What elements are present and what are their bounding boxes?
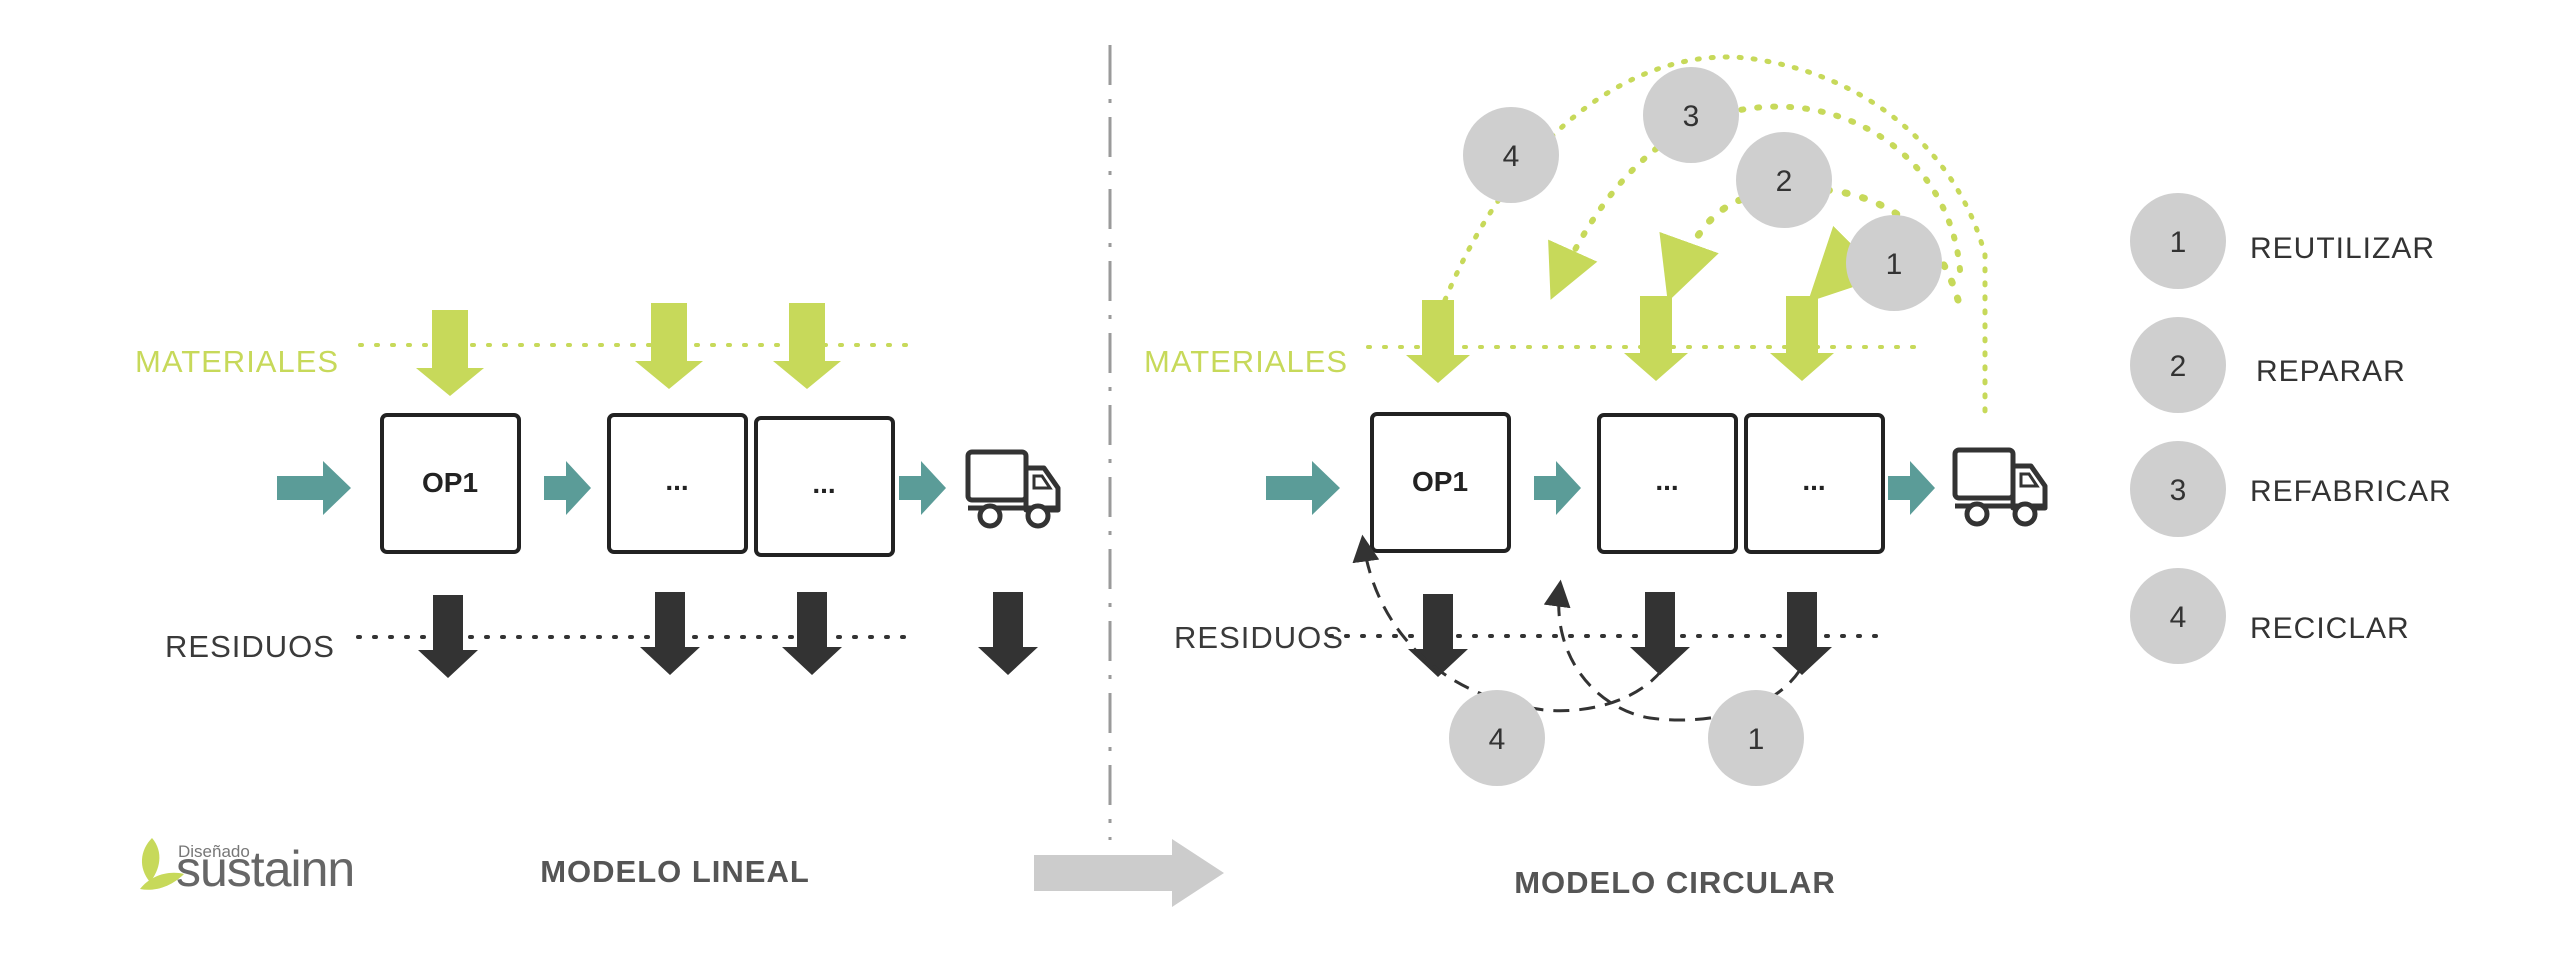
operation-box <box>754 416 895 557</box>
circular-model: MATERIALES RESIDUOS OP1 ... ... <box>1144 54 2048 900</box>
material-arrow <box>773 303 841 389</box>
waste-arrow <box>782 592 842 675</box>
legend-circle <box>2130 317 2226 413</box>
legend-label-reuse: REUTILIZAR <box>2250 232 2435 265</box>
step-number: 3 <box>1683 100 1700 133</box>
legend-circle <box>2130 193 2226 289</box>
operation-box-label: ... <box>1655 465 1678 496</box>
legend-number: 2 <box>2170 350 2187 383</box>
operation-box <box>607 413 748 554</box>
circular-waste-label: RESIDUOS <box>1174 620 1344 655</box>
material-arrow <box>1624 296 1688 381</box>
step-number: 4 <box>1489 723 1506 756</box>
step-circle <box>1708 690 1804 786</box>
legend-label-remanufacture: REFABRICAR <box>2250 475 2452 508</box>
operation-box <box>1744 413 1885 554</box>
brand-logo: Diseñado sustainn <box>140 838 355 897</box>
circular-model-title: MODELO CIRCULAR <box>1514 865 1836 900</box>
flow-arrow <box>277 461 351 515</box>
linear-model: MATERIALES RESIDUOS OP1 ... ... <box>135 303 1061 889</box>
legend-number: 4 <box>2170 601 2187 634</box>
flow-arrow <box>1888 461 1935 515</box>
linear-materials-label: MATERIALES <box>135 344 339 379</box>
flow-arrow <box>899 461 946 515</box>
legend: 1 REUTILIZAR 2 REPARAR 3 REFABRICAR 4 RE… <box>2130 193 2452 664</box>
operation-box-op1 <box>1370 412 1511 553</box>
material-arrow <box>416 310 484 396</box>
truck-icon <box>965 449 1061 529</box>
flow-arrow <box>1266 461 1340 515</box>
step-number: 1 <box>1748 723 1765 756</box>
material-arrow <box>1770 296 1834 381</box>
operation-box-label: OP1 <box>1412 466 1468 497</box>
legend-number: 1 <box>2170 226 2187 259</box>
operation-box-label: ... <box>1802 465 1825 496</box>
step-circle <box>1643 67 1739 163</box>
legend-number: 3 <box>2170 474 2187 507</box>
leaf-icon <box>140 838 184 890</box>
circular-materials-label: MATERIALES <box>1144 344 1348 379</box>
material-arrow <box>635 303 703 389</box>
material-arrow <box>1406 300 1470 383</box>
refabricate-loop <box>1548 103 1963 300</box>
step-number: 1 <box>1886 248 1903 281</box>
operation-box-label: ... <box>812 468 835 499</box>
legend-circle <box>2130 568 2226 664</box>
step-circle <box>1449 690 1545 786</box>
transition-arrow <box>1034 839 1224 907</box>
operation-box-label: OP1 <box>422 467 478 498</box>
step-number: 2 <box>1776 165 1793 198</box>
waste-arrow <box>1772 592 1832 675</box>
step-circle <box>1736 132 1832 228</box>
operation-box-label: ... <box>665 465 688 496</box>
operation-box-op1 <box>380 413 521 554</box>
flow-arrow <box>1534 461 1581 515</box>
truck-icon <box>1952 447 2048 527</box>
step-circle <box>1846 215 1942 311</box>
linear-waste-label: RESIDUOS <box>165 629 335 664</box>
legend-label-recycle: RECICLAR <box>2250 612 2410 645</box>
legend-label-repair: REPARAR <box>2256 355 2406 388</box>
linear-model-title: MODELO LINEAL <box>540 854 810 889</box>
waste-arrow <box>640 592 700 675</box>
brand-name: sustainn <box>176 841 354 897</box>
brand-tagline: Diseñado <box>178 842 250 861</box>
step-number: 4 <box>1503 140 1520 173</box>
waste-arrow <box>418 595 478 678</box>
waste-arrow <box>1630 592 1690 675</box>
step-circle <box>1463 107 1559 203</box>
legend-circle <box>2130 441 2226 537</box>
flow-arrow <box>544 461 591 515</box>
waste-arrow <box>978 592 1038 675</box>
recycle-return-loop <box>1352 534 1664 713</box>
operation-box <box>1597 413 1738 554</box>
